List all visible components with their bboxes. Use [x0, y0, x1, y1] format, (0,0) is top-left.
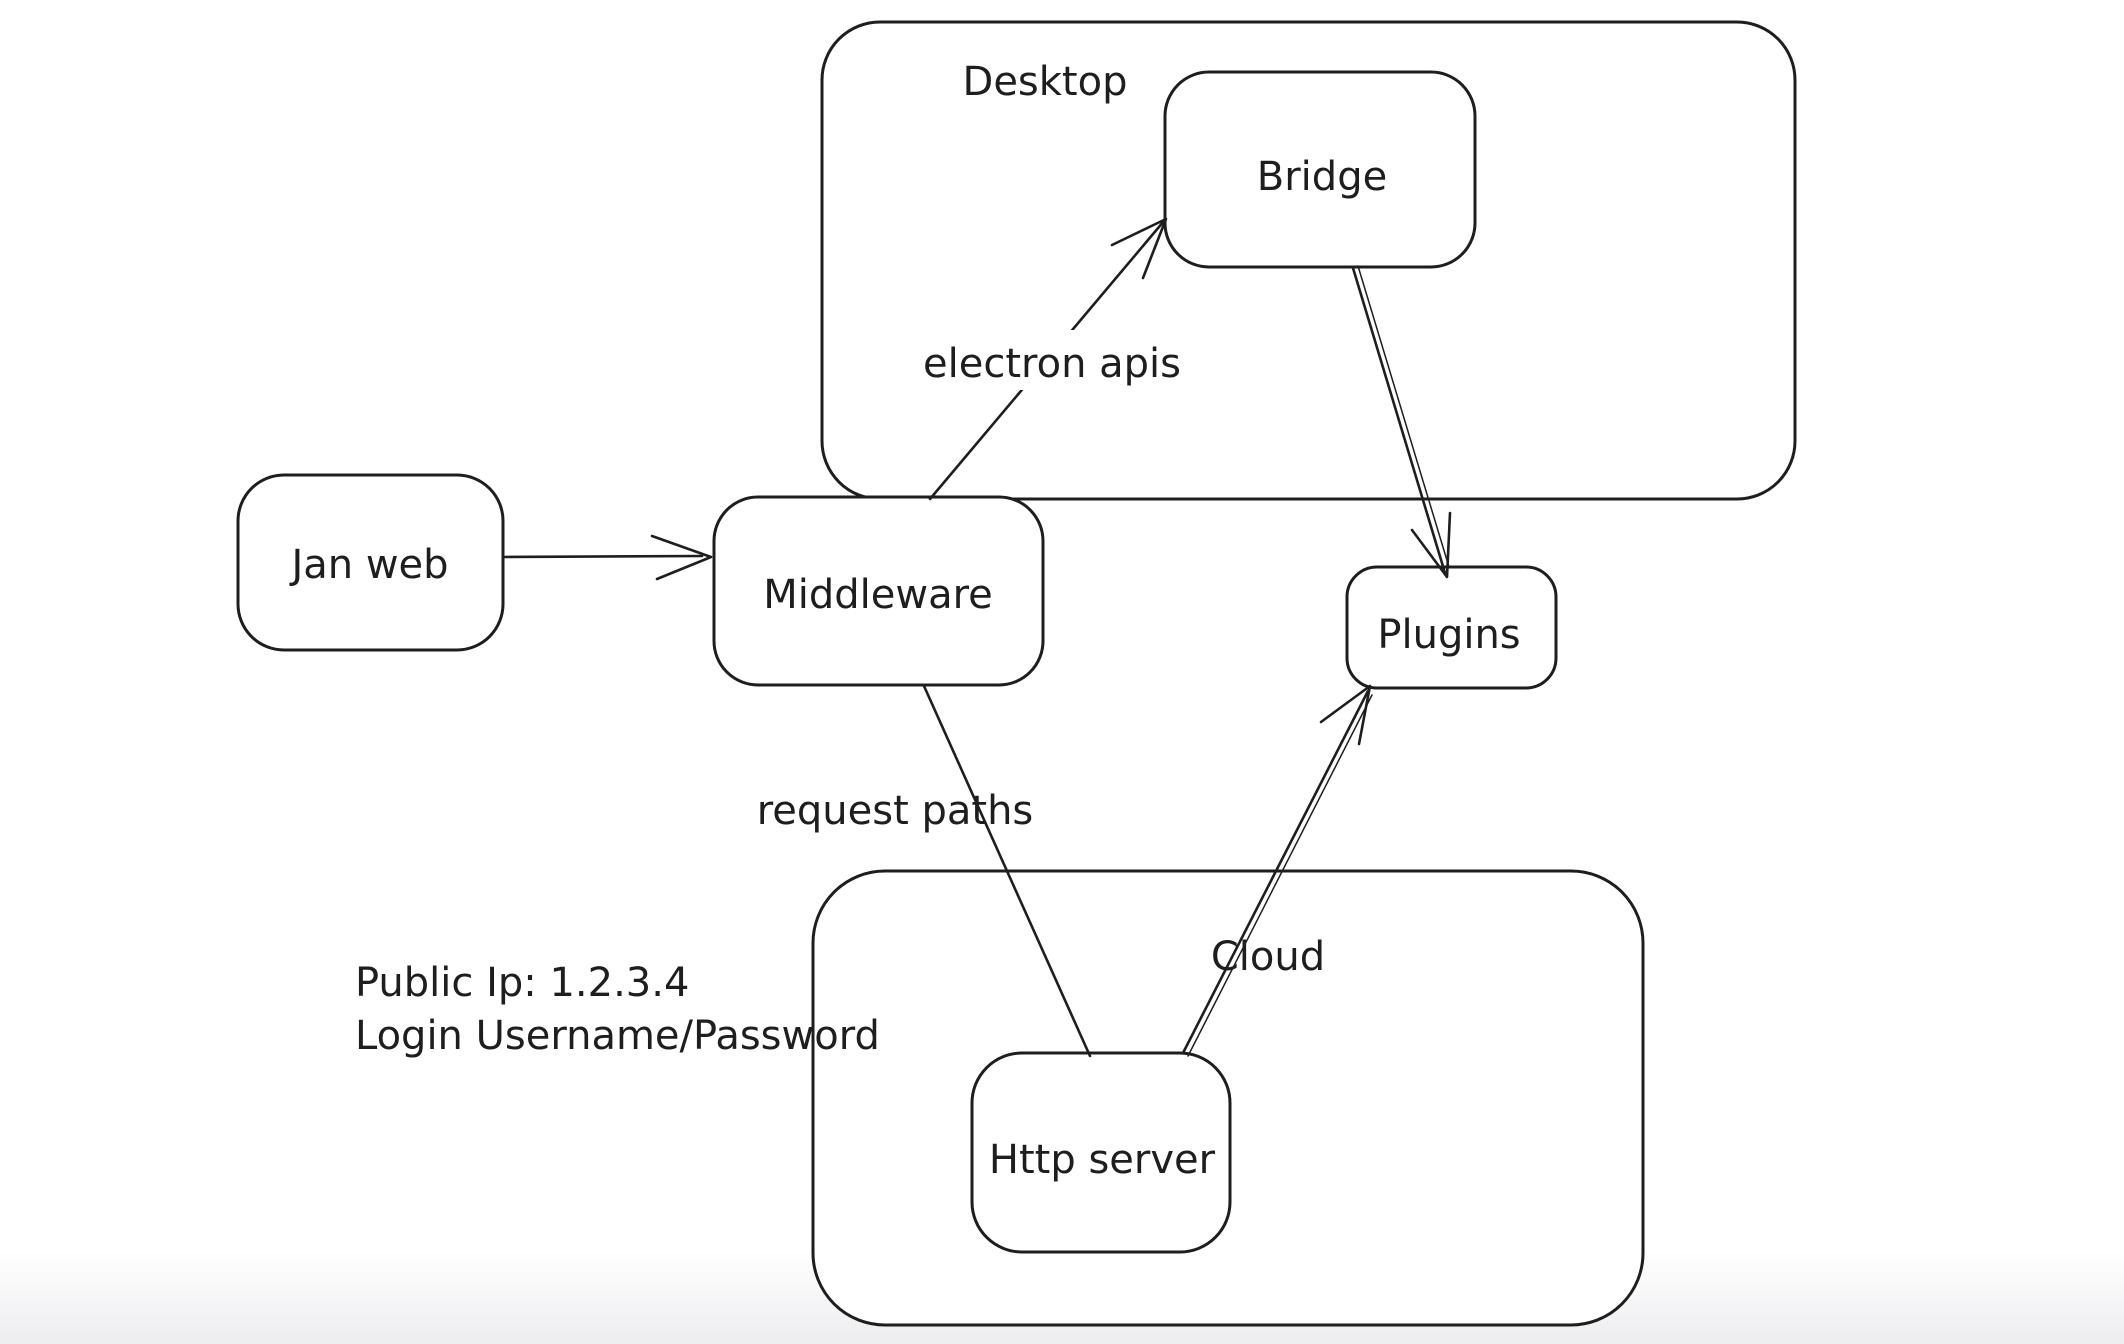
node-plugins-box	[1345, 565, 1558, 690]
edge-line	[1351, 266, 1447, 575]
edge-label-mask	[914, 330, 1190, 390]
edge-line	[922, 684, 1092, 1058]
edge-http-server-to-plugins	[1181, 684, 1373, 1057]
node-plugins-label: Plugins	[1377, 612, 1520, 658]
node-jan-web-label: Jan web	[288, 542, 448, 588]
note-login-credentials: Login Username/Password	[355, 1013, 880, 1059]
desktop-container-label: Desktop	[963, 59, 1128, 105]
edge-line-double	[1187, 694, 1373, 1057]
edge-bridge-to-plugins	[1351, 265, 1452, 579]
arrowhead	[1110, 217, 1168, 280]
edge-line	[502, 554, 704, 559]
arrowhead	[1410, 511, 1452, 579]
arrowhead	[650, 534, 713, 581]
note-public-ip: Public Ip: 1.2.3.4	[355, 960, 689, 1006]
edge-janweb-to-middleware	[502, 534, 713, 581]
node-middleware-box	[712, 495, 1045, 687]
edge-line-double	[1357, 265, 1450, 568]
node-middleware-label: Middleware	[763, 572, 993, 618]
edge-label-electron-apis: electron apis	[923, 341, 1181, 387]
node-jan-web-box	[236, 473, 505, 652]
node-http-server-label: Http server	[989, 1137, 1216, 1183]
edge-line	[1181, 689, 1370, 1055]
arrowhead	[1319, 684, 1372, 746]
edge-label-request-paths: request paths	[757, 788, 1034, 834]
node-bridge-box	[1163, 70, 1477, 269]
cloud-container-label: Cloud	[1211, 934, 1325, 980]
node-bridge-label: Bridge	[1257, 154, 1387, 200]
edge-middleware-to-http-server	[922, 684, 1092, 1058]
node-http-server-box	[970, 1051, 1232, 1254]
